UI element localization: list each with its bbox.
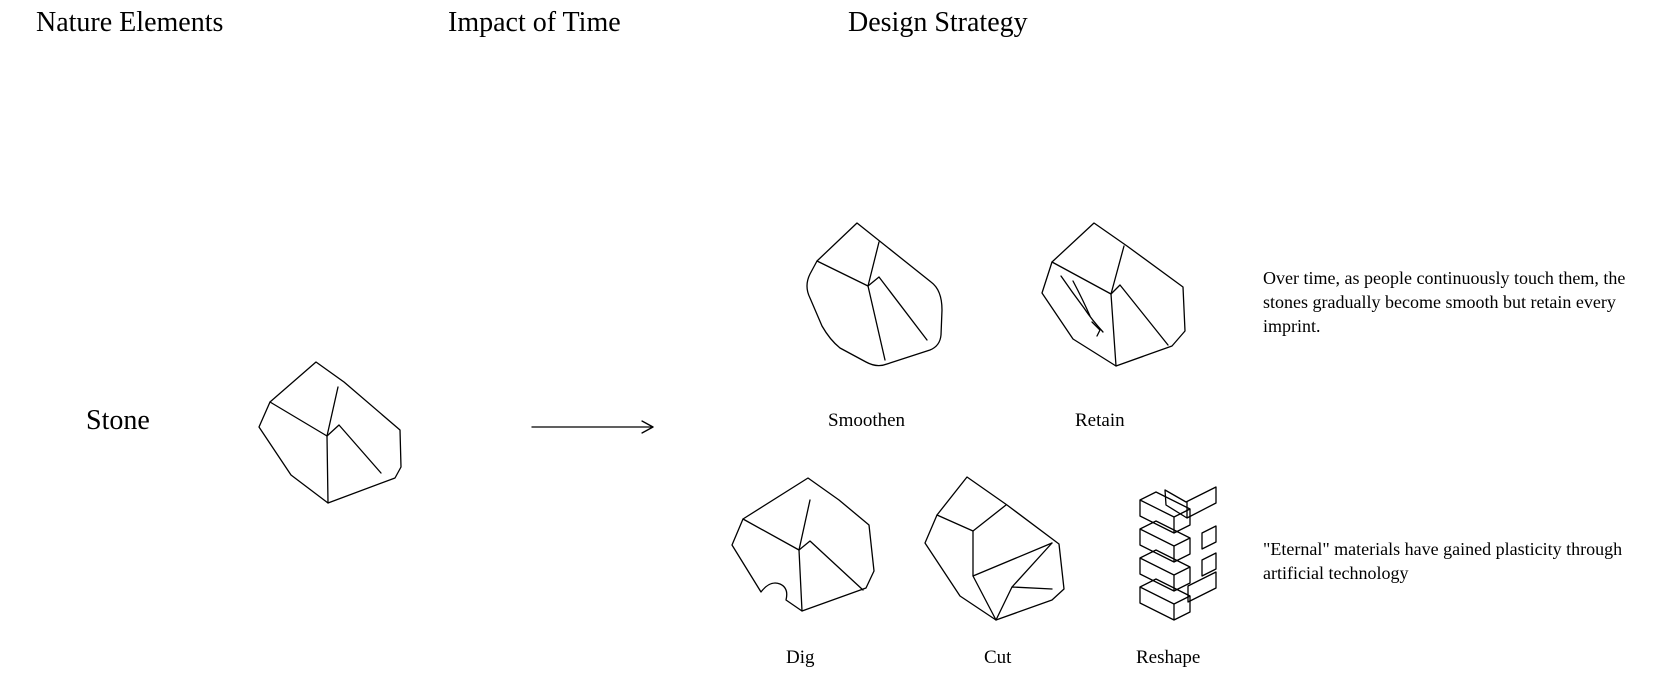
- caption-retain: Retain: [1075, 410, 1125, 431]
- stone-retain-drawing: [1041, 222, 1186, 367]
- caption-cut: Cut: [984, 647, 1012, 668]
- caption-smoothen: Smoothen: [828, 410, 906, 431]
- stone-smoothen-drawing: [806, 222, 943, 367]
- caption-reshape: Reshape: [1136, 647, 1201, 668]
- stone-dig-drawing: [731, 477, 875, 612]
- caption-dig: Dig: [786, 647, 815, 668]
- description-eternal: "Eternal" materials have gained plastici…: [1263, 539, 1623, 583]
- description-touch: Over time, as people continuously touch …: [1263, 268, 1626, 336]
- blocks-reshape-drawing: [1139, 486, 1217, 621]
- time-arrow: [531, 420, 654, 434]
- stone-cut-drawing: [924, 476, 1065, 621]
- heading-impact-of-time: Impact of Time: [448, 7, 621, 38]
- heading-nature-elements: Nature Elements: [36, 7, 224, 38]
- stone-original-drawing: [258, 361, 402, 504]
- row-label-stone: Stone: [86, 405, 150, 436]
- heading-design-strategy: Design Strategy: [848, 7, 1028, 38]
